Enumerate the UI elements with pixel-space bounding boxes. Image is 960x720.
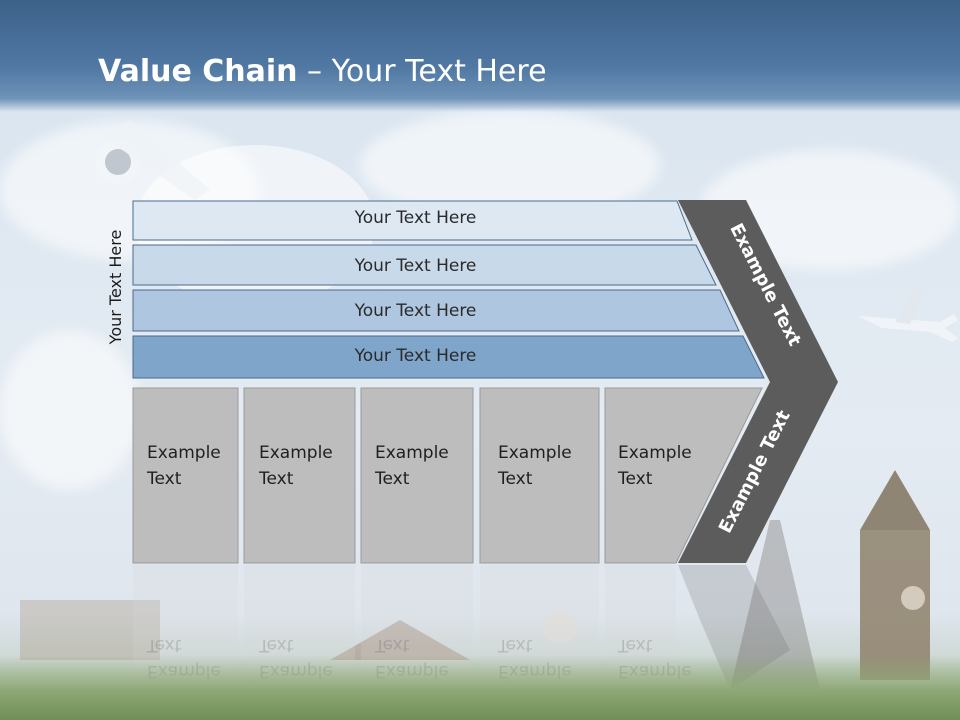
title-bold: Value Chain [98,54,298,89]
bar-label-4: Your Text Here [354,346,477,366]
column-text-2: Example Text [259,440,333,492]
column-text-line: Text [147,469,182,489]
bar-label-1: Your Text Here [354,208,477,228]
column-text-line: Example [375,443,449,463]
column-text-line: Example [259,443,333,463]
column-text-line: Text [498,469,533,489]
column-box-2 [243,387,356,564]
column-text-line: Text [259,469,294,489]
column-box-3 [360,387,474,564]
bar-4 [132,335,765,379]
column-box-4 [479,387,600,564]
cloud-decoration [0,330,140,490]
bar-3 [132,289,740,332]
title-bar [0,0,960,112]
column-text-5: Example Text [618,440,692,492]
column-text-line: Example [147,443,221,463]
column-text-line: Text [618,469,653,489]
bar-2 [132,244,717,286]
column-box-1 [132,387,239,564]
column-text-3: Example Text [375,440,449,492]
title-rest: – Your Text Here [297,54,547,89]
column-text-1: Example Text [147,440,221,492]
column-text-4: Example Text [498,440,572,492]
bar-label-2: Your Text Here [354,256,477,276]
bar-1 [132,200,693,241]
column-text-line: Example [498,443,572,463]
slide-title: Value Chain – Your Text Here [98,54,547,89]
bar-label-3: Your Text Here [354,301,477,321]
column-text-line: Text [375,469,410,489]
grass-decoration [0,655,960,720]
column-text-line: Example [618,443,692,463]
column-box-5 [604,387,763,564]
chevron-arrow [678,200,838,563]
